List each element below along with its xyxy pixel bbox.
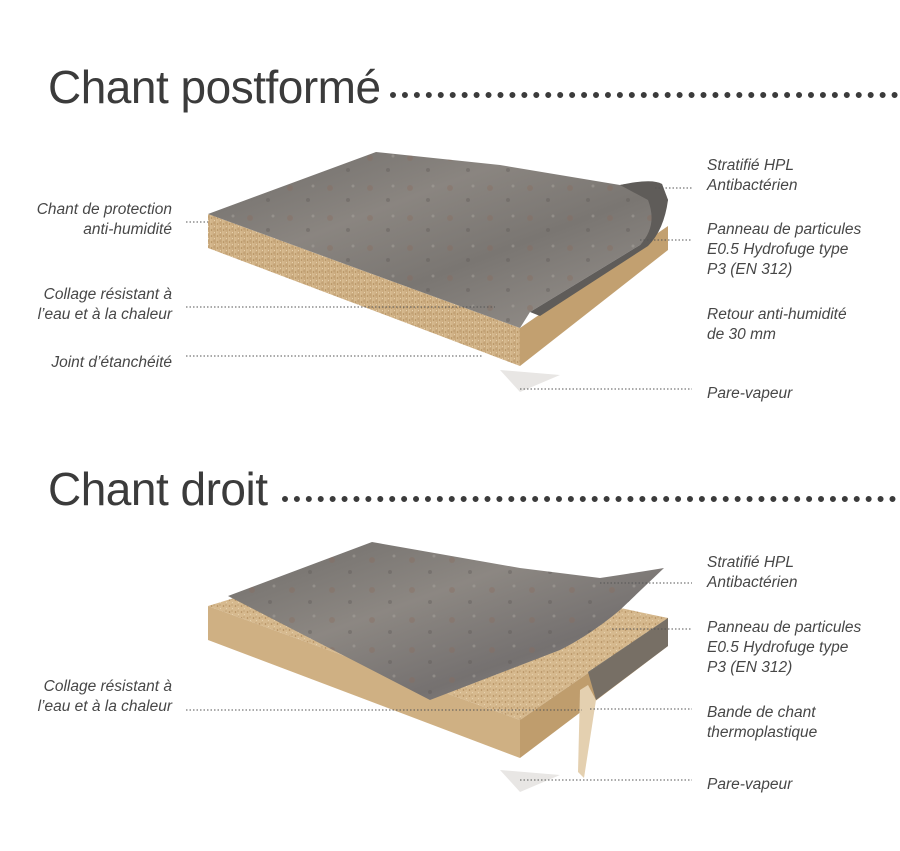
section-chant-postforme: Chant postformé [0, 0, 900, 400]
label-panneau: Panneau de particules E0.5 Hydrofuge typ… [707, 618, 861, 678]
label-retour: Retour anti-humidité de 30 mm [707, 305, 847, 345]
label-stratifie: Stratifié HPL Antibactérien [707, 553, 797, 593]
label-bande-chant: Bande de chant thermoplastique [707, 703, 817, 743]
label-collage: Collage résistant à l’eau et à la chaleu… [38, 677, 172, 717]
section-chant-droit: Chant droit [0, 400, 900, 800]
board-shadow [500, 770, 560, 792]
label-chant-protection: Chant de protection anti-humidité [37, 200, 172, 240]
label-stratifie: Stratifié HPL Antibactérien [707, 156, 797, 196]
label-pare-vapeur: Pare-vapeur [707, 775, 792, 795]
label-joint: Joint d’étanchéité [51, 353, 172, 373]
edge-band-strip [578, 685, 596, 778]
label-panneau: Panneau de particules E0.5 Hydrofuge typ… [707, 220, 861, 280]
label-collage: Collage résistant à l’eau et à la chaleu… [38, 285, 172, 325]
board-shadow [500, 370, 560, 392]
